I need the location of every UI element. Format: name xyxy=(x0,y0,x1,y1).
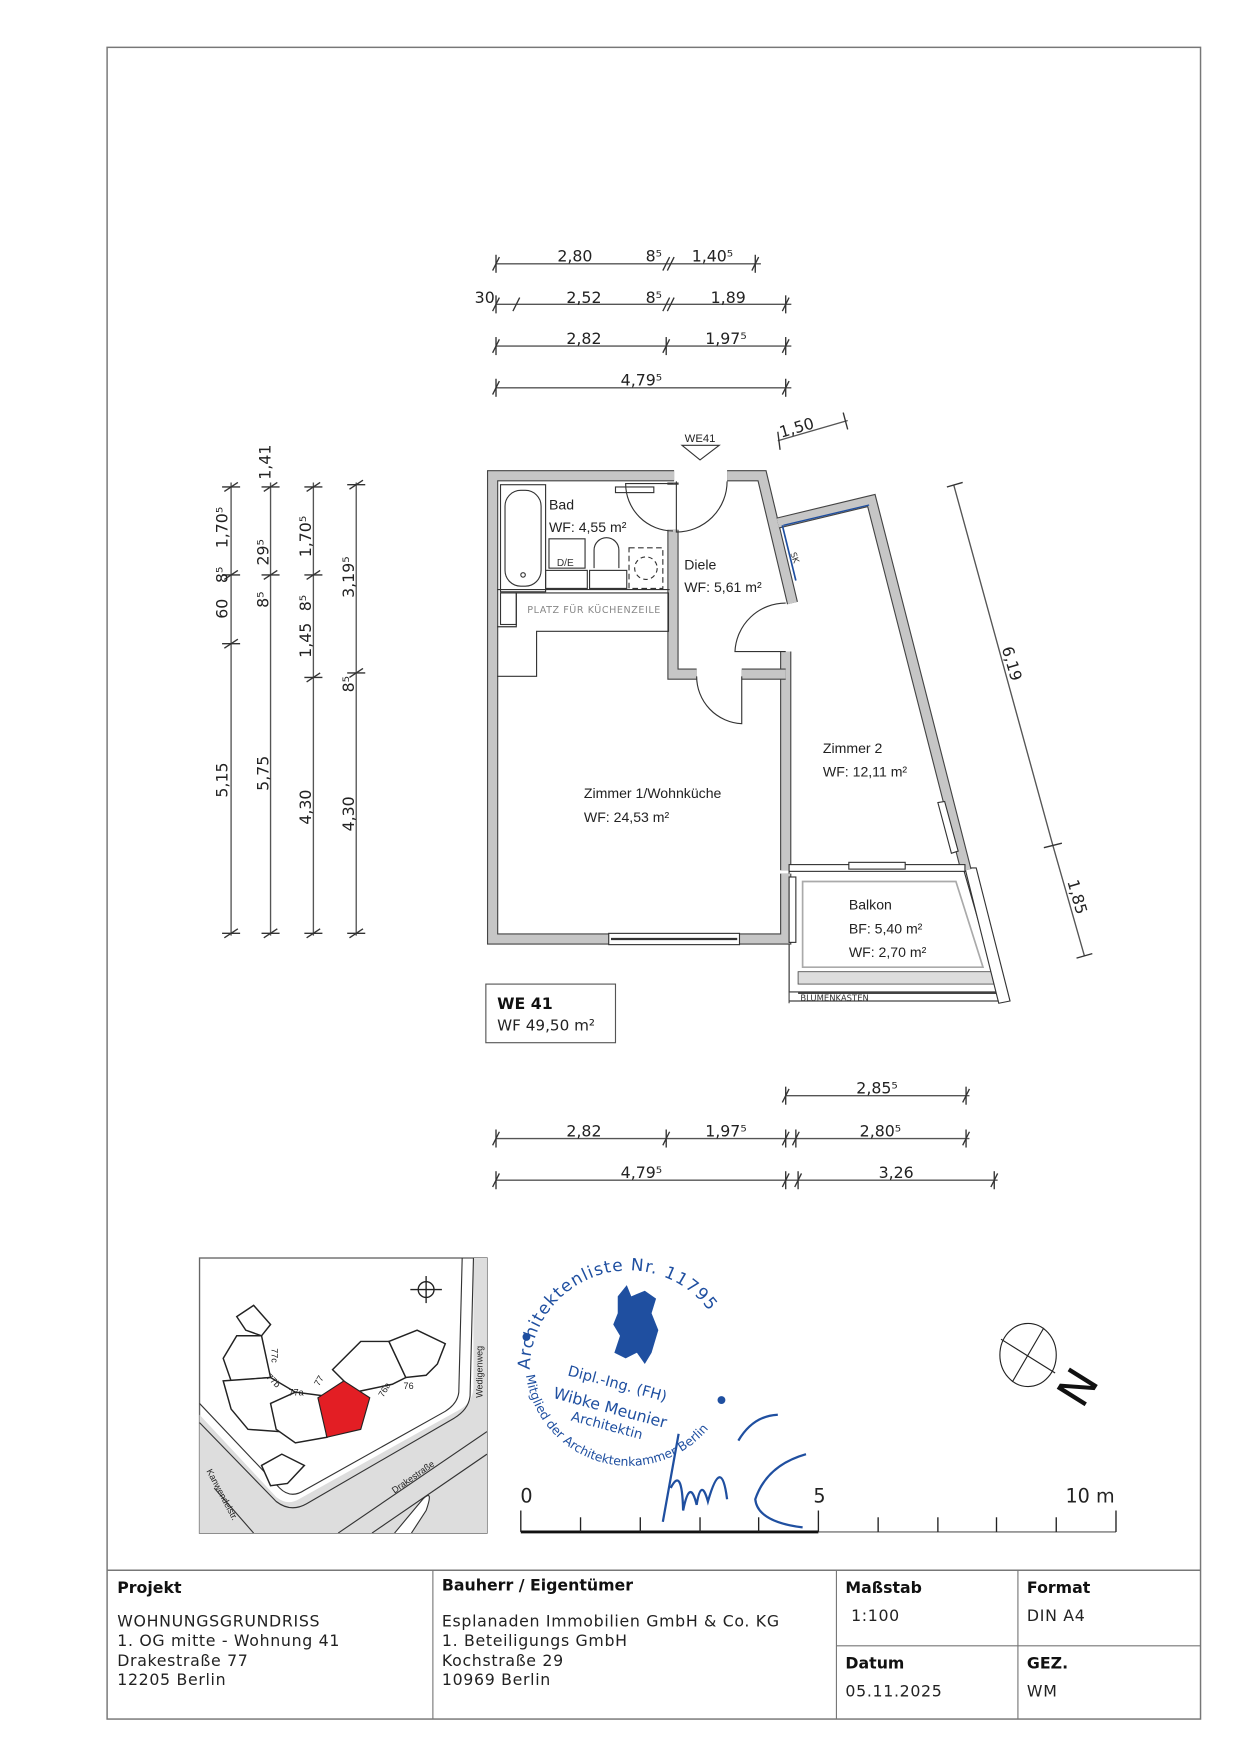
house-number: 76 xyxy=(404,1381,414,1391)
windows xyxy=(608,800,966,946)
dim-label: 8⁵ xyxy=(339,676,358,692)
format-heading: Format xyxy=(1027,1578,1091,1597)
room-area: BF: 5,40 m² xyxy=(849,920,923,936)
dim-label: 1,97⁵ xyxy=(705,329,746,348)
scale-label: 10 m xyxy=(1065,1485,1114,1508)
dim-label: 2,80 xyxy=(557,247,592,266)
dim-label: 8⁵ xyxy=(296,595,315,611)
house-number: 77a xyxy=(289,1388,304,1398)
project-line: 1. OG mitte - Wohnung 41 xyxy=(117,1631,340,1650)
bath-fixtures xyxy=(497,484,670,593)
compass-icon xyxy=(410,1276,442,1304)
dim-label: 5,75 xyxy=(253,756,272,791)
dim-label: 4,79⁵ xyxy=(621,371,662,390)
top-dimensions: 2,80 8⁵ 1,40⁵ 30 2,52 8⁵ 1,89 2,82 1,97⁵… xyxy=(475,247,792,397)
unit-title: WE 41 xyxy=(497,994,553,1013)
entrance-arrow-icon xyxy=(680,444,721,461)
house-number: 77 xyxy=(312,1374,326,1388)
sheet-frame xyxy=(106,46,1202,1720)
project-line: WOHNUNGSGRUNDRISS xyxy=(117,1612,320,1631)
dim-label: 1,40⁵ xyxy=(692,247,733,266)
dim-label: 1,97⁵ xyxy=(705,1121,746,1140)
room-area: WF: 24,53 m² xyxy=(584,809,670,825)
drawn-by-value: WM xyxy=(1027,1682,1058,1701)
room-name: Zimmer 1/Wohnküche xyxy=(584,785,722,801)
floor-plan: D/E PLATZ FÜR KÜCHENZEILE SK WE41 Bad WF… xyxy=(486,433,1011,1004)
dim-label: 2,82 xyxy=(566,329,601,348)
room-labels: Bad WF: 4,55 m² Diele WF: 5,61 m² Zimmer… xyxy=(549,497,927,961)
dim-label: 4,30 xyxy=(296,790,315,825)
room-name: Bad xyxy=(549,497,574,513)
left-dimensions: 1,70⁵ 8⁵ 60 5,15 1,41 29⁵ 8⁵ 5,75 1,70⁵ … xyxy=(213,445,366,939)
project-line: 12205 Berlin xyxy=(117,1670,226,1689)
site-plan: 77c 77b 77a 77 76a 76 Wedigenweg Drakest… xyxy=(198,1257,488,1534)
berlin-bear-icon xyxy=(613,1285,659,1364)
house-number: 77c xyxy=(270,1348,280,1363)
room-area: WF: 4,55 m² xyxy=(549,519,627,535)
project-heading: Projekt xyxy=(117,1578,182,1597)
dim-label: 3,19⁵ xyxy=(339,556,358,597)
dim-label: 1,41 xyxy=(256,445,275,480)
dim-label: 8⁵ xyxy=(213,567,232,583)
street-label: Wedigenweg xyxy=(474,1346,484,1398)
scale-value: 1:100 xyxy=(851,1606,900,1625)
washer-label: D/E xyxy=(557,558,574,569)
dim-label: 2,85⁵ xyxy=(856,1078,897,1097)
date-heading: Datum xyxy=(845,1653,904,1672)
dim-label: 8⁵ xyxy=(253,592,272,608)
dim-label: 4,79⁵ xyxy=(621,1163,662,1182)
dim-label: 8⁵ xyxy=(646,288,662,307)
dim-label: 4,30 xyxy=(339,796,358,831)
kitchen-label: PLATZ FÜR KÜCHENZEILE xyxy=(527,605,661,616)
dim-label: 1,45 xyxy=(296,623,315,658)
format-value: DIN A4 xyxy=(1027,1606,1085,1625)
room-area: WF: 5,61 m² xyxy=(684,579,762,595)
dim-label: 29⁵ xyxy=(253,539,272,565)
unit-summary-box: WE 41 WF 49,50 m² xyxy=(485,983,617,1044)
scale-bar: 0 5 10 m xyxy=(520,1485,1117,1534)
drawn-by-heading: GEZ. xyxy=(1027,1653,1068,1672)
highlighted-building xyxy=(317,1380,371,1438)
room-name: Diele xyxy=(684,556,716,572)
dim-label: 2,82 xyxy=(566,1121,601,1140)
signature xyxy=(661,1413,807,1529)
room-name: Balkon xyxy=(849,897,892,913)
title-block: Projekt WOHNUNGSGRUNDRISS 1. OG mitte - … xyxy=(107,1569,1201,1720)
room-name: Zimmer 2 xyxy=(823,740,883,756)
scale-heading: Maßstab xyxy=(845,1578,922,1597)
shaft-label: SK xyxy=(788,551,801,565)
owner-line: Kochstraße 29 xyxy=(442,1651,564,1670)
date-value: 05.11.2025 xyxy=(845,1682,942,1701)
dim-label: 5,15 xyxy=(213,763,232,798)
flowerbox-label: BLUMENKASTEN xyxy=(800,993,868,1003)
owner-heading: Bauherr / Eigentümer xyxy=(442,1576,633,1595)
entrance-marker-label: WE41 xyxy=(685,433,716,445)
owner-line: Esplanaden Immobilien GmbH & Co. KG xyxy=(442,1612,780,1631)
dim-label: 2,52 xyxy=(566,288,601,307)
dim-label: 60 xyxy=(213,599,232,619)
dim-label: 30 xyxy=(475,288,495,307)
bottom-dimensions: 2,85⁵ 2,82 1,97⁵ 2,80⁵ 4,79⁵ 3,26 xyxy=(492,1078,999,1190)
dim-label: 2,80⁵ xyxy=(860,1121,901,1140)
dim-label: 3,26 xyxy=(879,1163,914,1182)
scale-label: 0 xyxy=(520,1485,532,1508)
project-line: Drakestraße 77 xyxy=(117,1651,248,1670)
room-area: WF: 2,70 m² xyxy=(849,944,927,960)
room-area: WF: 12,11 m² xyxy=(823,764,908,780)
dim-label: 1,70⁵ xyxy=(213,507,232,548)
dim-label: 1,70⁵ xyxy=(296,516,315,557)
dim-label: 1,89 xyxy=(711,288,746,307)
unit-area: WF 49,50 m² xyxy=(497,1016,595,1034)
scale-label: 5 xyxy=(813,1485,825,1508)
owner-line: 10969 Berlin xyxy=(442,1670,551,1689)
owner-line: 1. Beteiligungs GmbH xyxy=(442,1631,628,1650)
dim-label: 8⁵ xyxy=(646,247,662,266)
kitchen-zone xyxy=(497,592,670,677)
